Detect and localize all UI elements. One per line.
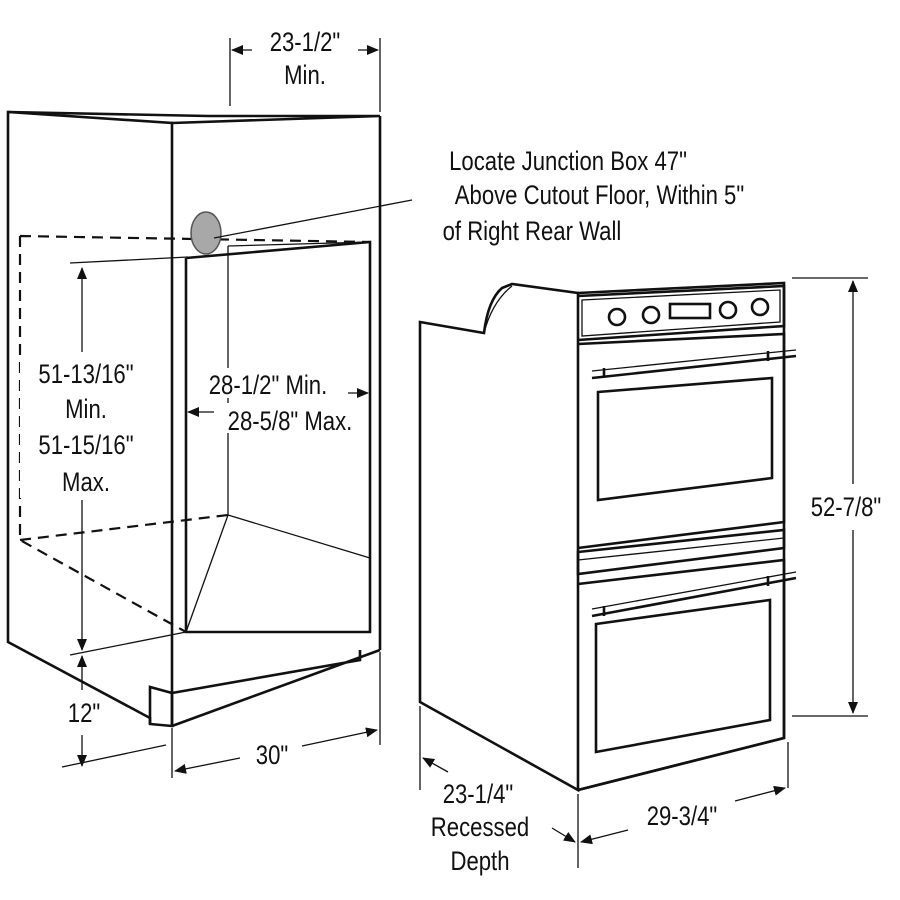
base-height-extension — [61, 744, 167, 768]
oven-depth-label-1: 23-1/4" — [443, 780, 514, 810]
oven-side-body — [418, 282, 580, 793]
oven-width-label: 29-3/4" — [647, 802, 718, 832]
cabinet-dimensions: 23-1/2" Min. Locate Junction Box 47" Abo… — [20, 28, 744, 778]
cutout-height-label-3: 51-15/16" — [38, 431, 133, 461]
junction-leader-line — [213, 199, 413, 239]
oven-width-arrow-left — [580, 829, 629, 845]
cutout-opening — [184, 240, 372, 634]
oven-knob-3 — [718, 300, 738, 320]
oven-control-panel-inner — [581, 289, 781, 337]
junction-box — [190, 211, 222, 255]
oven-height-label: 52-7/8" — [811, 493, 882, 523]
cutout-height-extension-top — [69, 256, 189, 264]
cutout-width-label-bg-2 — [214, 403, 366, 433]
oven-side-curve — [483, 285, 513, 334]
cutout-height-label-1: 51-13/16" — [38, 360, 133, 390]
oven-upper-handle-edge — [591, 349, 797, 372]
cabinet-width-label: 30" — [256, 741, 288, 771]
oven-depth-arrow-left — [422, 757, 449, 773]
cutout-height-label-4: Max. — [62, 468, 110, 498]
oven-knob-1 — [607, 307, 627, 327]
oven-mid-trim — [576, 528, 786, 576]
base-height-label: 12" — [68, 699, 100, 729]
junction-note-line3: of Right Rear Wall — [443, 217, 622, 247]
cutout-hidden-lines — [18, 234, 371, 633]
oven-upper-handle — [591, 354, 797, 380]
cabinet-top — [7, 110, 381, 125]
oven-upper-window — [596, 376, 774, 502]
cabinet-drawing — [6, 110, 413, 728]
top-width-label: 23-1/2" — [270, 28, 341, 58]
cabinet-width-arrow-right — [301, 727, 378, 747]
oven-display — [668, 302, 712, 320]
cutout-width-label-bg-1 — [190, 368, 348, 398]
cabinet-width-arrow-left — [174, 757, 241, 774]
junction-note-line2: Above Cutout Floor, Within 5" — [455, 181, 744, 211]
oven-lower-handle-edge — [591, 571, 797, 610]
oven-lower-door — [577, 558, 786, 792]
oven-upper-door — [577, 332, 786, 550]
junction-note-line1: Locate Junction Box 47" — [449, 147, 687, 177]
cutout-height-label-bg — [20, 356, 148, 498]
oven-mid-trim-line — [577, 537, 785, 561]
oven-depth-label-3: Depth — [450, 847, 509, 877]
oven-knob-2 — [641, 305, 661, 325]
oven-control-panel — [577, 284, 786, 342]
oven-width-arrow-right — [734, 785, 786, 802]
oven-depth-label-2: Recessed — [431, 813, 529, 843]
oven-lower-handle — [591, 576, 797, 618]
oven-knob-4 — [750, 297, 770, 317]
top-width-sublabel: Min. — [284, 61, 326, 91]
oven-front-frame — [577, 281, 786, 792]
cutout-width-label-1: 28-1/2" Min. — [209, 371, 328, 401]
oven-drawing — [418, 281, 797, 793]
cutout-floor-side — [185, 514, 229, 633]
oven-lower-window — [594, 598, 772, 754]
oven-dimensions: 52-7/8" 23-1/4" Recessed Depth 29-3/4" — [419, 277, 882, 877]
cabinet-plinth — [148, 648, 381, 728]
cutout-height-extension-bottom — [69, 631, 187, 656]
oven-depth-arrow-right — [551, 827, 576, 843]
cutout-floor-edge — [227, 514, 371, 559]
cutout-width-label-2: 28-5/8" Max. — [228, 407, 353, 437]
cutout-height-label-2: Min. — [65, 395, 107, 425]
